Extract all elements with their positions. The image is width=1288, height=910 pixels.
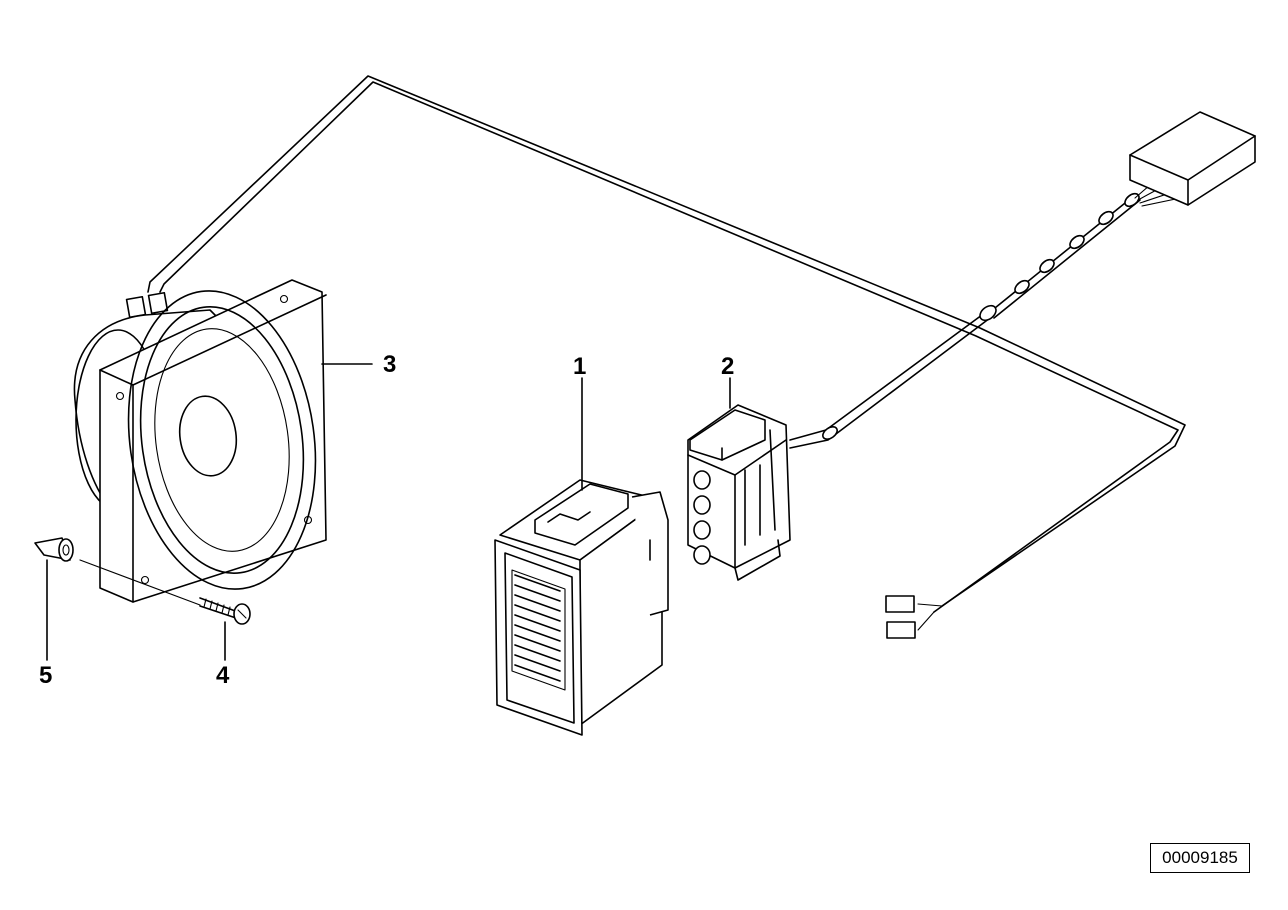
- callout-2: 2: [721, 353, 734, 380]
- leader-lines: [46, 363, 731, 661]
- connector-plug: [687, 404, 791, 581]
- speaker-terminals: [125, 291, 169, 319]
- wiring-harness: [125, 75, 1256, 639]
- module-unit: [494, 479, 669, 736]
- harness-grommets: [822, 192, 1140, 440]
- screw: [79, 559, 251, 625]
- callout-3: 3: [383, 351, 396, 378]
- diagram-reference-number: 00009185: [1150, 843, 1250, 873]
- speaker: [73, 279, 327, 603]
- loose-end-terminals: [885, 595, 943, 639]
- module-grille: [511, 569, 566, 691]
- control-module-box: [1129, 111, 1256, 206]
- connector-pin-holes: [693, 470, 711, 565]
- callout-1: 1: [573, 353, 586, 380]
- expanding-nut: [34, 537, 74, 562]
- callout-5: 5: [39, 662, 52, 689]
- callout-4: 4: [216, 662, 230, 689]
